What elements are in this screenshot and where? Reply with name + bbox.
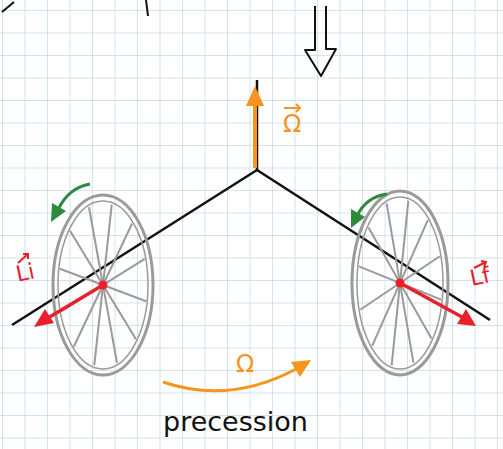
wheel-spoke [369, 227, 432, 338]
arrowhead [34, 309, 54, 327]
arrowhead [351, 209, 365, 228]
li-vector [48, 285, 103, 318]
wheel-spoke [392, 201, 409, 366]
lf-vector [400, 283, 462, 317]
wheel-spoke [74, 224, 132, 347]
omega-label: Ω [283, 112, 301, 136]
vector-mark [284, 104, 300, 112]
arrowhead [246, 86, 264, 106]
spin-arrow [58, 184, 90, 210]
caption-text: precession [163, 408, 308, 435]
left-wheel [53, 195, 153, 375]
spin-arrow [357, 194, 387, 216]
hub-dot [99, 281, 108, 290]
wheel-spoke [94, 205, 111, 366]
vector-label: Lf [468, 264, 492, 290]
arrowhead [457, 309, 476, 326]
wheel-spoke [60, 269, 146, 302]
arrowhead [51, 203, 66, 222]
wheel-spoke [360, 256, 440, 309]
omega-label: Ω [236, 352, 254, 376]
right-axle [257, 170, 490, 320]
hollow-down-arrow [305, 6, 336, 76]
wheel-spoke [387, 203, 414, 362]
precession-arrow [163, 368, 298, 391]
arrowhead [291, 360, 311, 377]
hub-dot [396, 279, 405, 288]
wheel-spoke [70, 231, 136, 340]
wheel-spoke [89, 207, 117, 362]
left-axle [12, 170, 257, 325]
omega-vector [253, 98, 257, 168]
right-wheel [352, 191, 448, 375]
pen-stroke [2, 2, 14, 12]
pen-stroke [146, 0, 148, 16]
wheel-spoke [359, 266, 441, 299]
wheel-spoke [372, 220, 428, 346]
